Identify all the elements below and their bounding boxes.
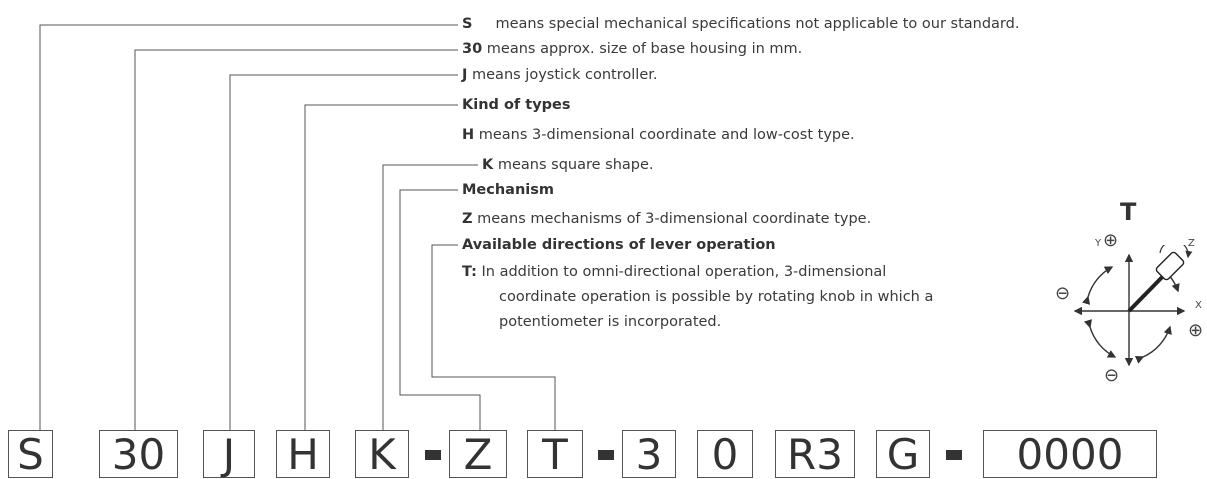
code-box-0000: 0000 — [983, 430, 1157, 479]
leader-line-j — [229, 74, 458, 430]
lever-knob-icon — [1127, 245, 1193, 313]
desc-z-code: Z — [462, 211, 473, 227]
code-box-k: K — [355, 430, 409, 479]
leader-line-z — [399, 189, 481, 430]
code-box-j: J — [203, 430, 255, 479]
desc-k-code: K — [482, 157, 494, 173]
desc-t-line-2-row: coordinate operation is possible by rota… — [499, 288, 933, 306]
desc-t-line-2: coordinate operation is possible by rota… — [499, 289, 934, 305]
desc-k: K means square shape. — [482, 156, 654, 174]
code-box-z: Z — [449, 430, 507, 479]
minus-bottom-icon: ⊖ — [1104, 365, 1120, 386]
code-box-r3: R3 — [775, 430, 855, 479]
code-box-30: 30 — [99, 430, 178, 479]
desc-joystick-text: means joystick controller. — [472, 67, 658, 83]
separator-dash-2 — [598, 450, 614, 460]
axis-y-label: Y — [1095, 238, 1102, 249]
leader-line-30 — [134, 49, 458, 430]
code-box-3: 3 — [622, 430, 676, 479]
desc-size-text: means approx. size of base housing in mm… — [486, 41, 803, 57]
arc-bottom-right-icon — [1134, 325, 1172, 364]
t-diagram-title: T — [1120, 198, 1137, 226]
separator-dash-1 — [425, 450, 441, 460]
desc-h-text: means 3-dimensional coordinate and low-c… — [478, 127, 855, 143]
plus-y-icon: ⊕ — [1103, 230, 1119, 251]
arc-top-left-icon — [1082, 266, 1114, 305]
leader-line-t — [431, 244, 556, 430]
desc-t-code: T: — [462, 264, 477, 280]
desc-s: S means special mechanical specification… — [462, 15, 1019, 33]
desc-joystick: J means joystick controller. — [462, 66, 657, 84]
desc-kind-title: Kind of types — [462, 96, 571, 114]
mechanism-title-text: Mechanism — [462, 182, 554, 198]
desc-k-text: means square shape. — [497, 157, 654, 173]
direction-diagram — [1073, 245, 1193, 367]
axis-x-label: X — [1195, 300, 1202, 311]
code-box-h: H — [276, 430, 330, 479]
leader-line-h — [304, 104, 458, 430]
kind-title-text: Kind of types — [462, 97, 571, 113]
desc-h: H means 3-dimensional coordinate and low… — [462, 126, 855, 144]
desc-t-line-1: In addition to omni-directional operatio… — [481, 264, 887, 280]
desc-directions-title: Available directions of lever operation — [462, 236, 776, 254]
desc-z: Z means mechanisms of 3-dimensional coor… — [462, 210, 871, 228]
minus-left-icon: ⊖ — [1055, 283, 1071, 304]
desc-s-text: means special mechanical specifications … — [495, 16, 1020, 32]
plus-right-icon: ⊕ — [1188, 320, 1204, 341]
code-box-t: T — [527, 430, 583, 479]
leader-line-s — [39, 24, 458, 430]
desc-joystick-code: J — [462, 67, 468, 83]
desc-mechanism-title: Mechanism — [462, 181, 554, 199]
desc-s-code: S — [462, 16, 473, 32]
desc-size-code: 30 — [462, 41, 483, 57]
axis-z-label: Z — [1188, 238, 1195, 249]
desc-h-code: H — [462, 127, 475, 143]
separator-dash-3 — [946, 450, 962, 460]
desc-t-line-3-row: potentiometer is incorporated. — [499, 313, 721, 331]
desc-t-line-3: potentiometer is incorporated. — [499, 314, 722, 330]
code-box-s: S — [8, 430, 53, 479]
code-box-g: G — [876, 430, 930, 479]
arc-bottom-left-icon — [1083, 319, 1117, 358]
desc-t: T: In addition to omni-directional opera… — [462, 263, 886, 281]
leader-line-k — [382, 164, 478, 430]
code-box-0: 0 — [697, 430, 753, 479]
desc-z-text: means mechanisms of 3-dimensional coordi… — [477, 211, 872, 227]
desc-size: 30 means approx. size of base housing in… — [462, 40, 802, 58]
directions-title-text: Available directions of lever operation — [462, 237, 776, 253]
